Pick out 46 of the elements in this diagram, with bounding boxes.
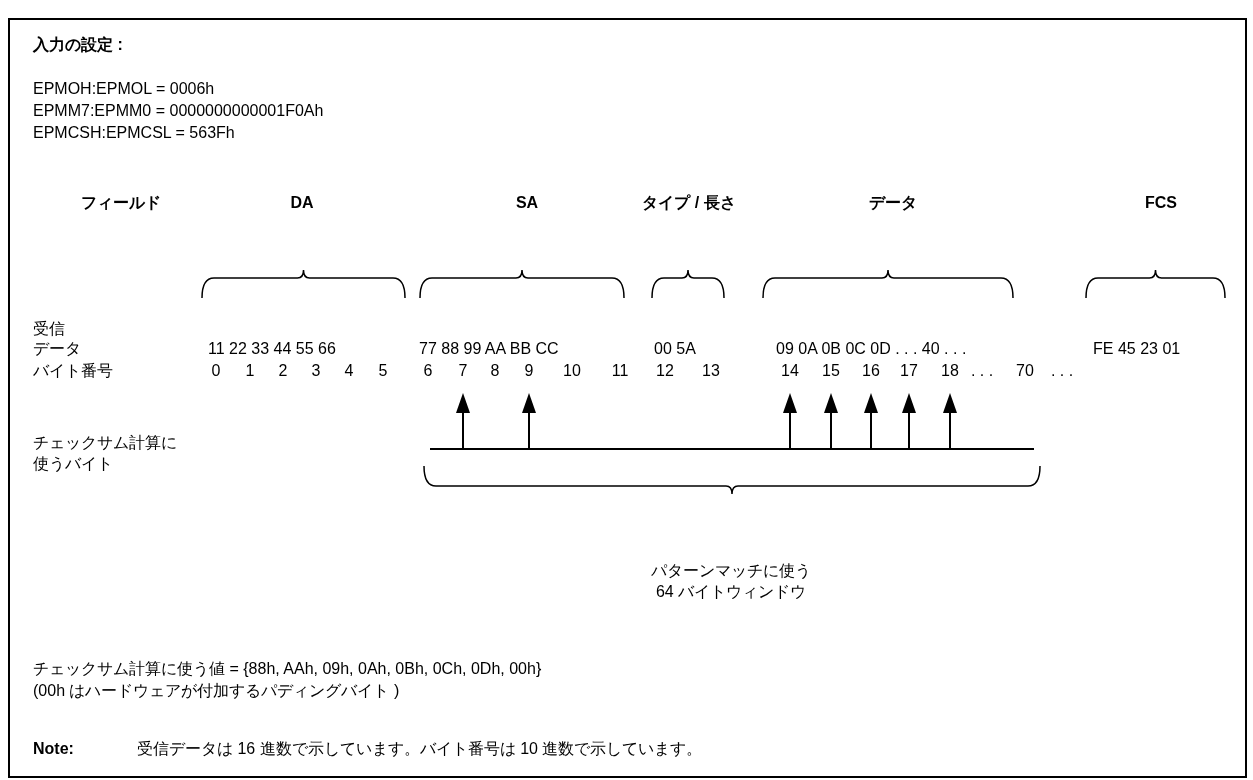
byte-number: 12: [656, 361, 674, 381]
byte-number: 15: [822, 361, 840, 381]
byte-number: 14: [781, 361, 799, 381]
note-text: チェックサム計算に使う値 = {88h, AAh, 09h, 0Ah, 0Bh, 0Ch, 0Dh, 00h}: [33, 659, 542, 679]
byte-number: 1: [245, 361, 255, 381]
row-heading: バイト番号: [33, 361, 113, 381]
byte-number: 5: [378, 361, 388, 381]
byte-number: 9: [524, 361, 534, 381]
byte-number: 6: [423, 361, 433, 381]
row-heading: データ: [33, 339, 81, 359]
data-bytes: 11 22 33 44 55 66: [208, 339, 336, 359]
byte-number: 8: [490, 361, 500, 381]
setting-line: EPMM7:EPMM0 = 0000000000001F0Ah: [33, 101, 324, 121]
row-heading: チェックサム計算に使うバイト: [33, 433, 178, 474]
byte-number: 13: [702, 361, 720, 381]
field-name: FCS: [1145, 193, 1177, 213]
setting-line: EPMCSH:EPMCSL = 563Fh: [33, 123, 235, 143]
byte-number: 2: [278, 361, 288, 381]
row-heading: 受信: [33, 319, 65, 339]
byte-number: 4: [344, 361, 354, 381]
byte-number: 3: [311, 361, 321, 381]
data-bytes: 77 88 99 AA BB CC: [419, 339, 559, 359]
byte-number: 10: [563, 361, 581, 381]
window-caption: パターンマッチに使う64 バイトウィンドウ: [650, 561, 812, 602]
field-name: DA: [290, 193, 314, 213]
note-text: (00h はハードウェアが付加するパディングバイト ): [33, 681, 400, 701]
section-heading: 入力の設定 :: [33, 35, 123, 55]
note-text: 受信データは 16 進数で示しています。バイト番号は 10 進数で示しています。: [137, 739, 703, 759]
note-heading: Note:: [33, 739, 74, 759]
byte-number: 17: [900, 361, 918, 381]
field-name: タイプ / 長さ: [642, 193, 736, 213]
field-name: SA: [515, 193, 539, 213]
data-bytes: FE 45 23 01: [1093, 339, 1181, 359]
byte-number: 11: [611, 361, 629, 381]
byte-number: . . .: [1050, 361, 1074, 381]
byte-number: 0: [211, 361, 221, 381]
setting-line: EPMOH:EPMOL = 0006h: [33, 79, 215, 99]
byte-number: 16: [862, 361, 880, 381]
byte-number: 7: [458, 361, 468, 381]
byte-number: 18: [941, 361, 959, 381]
byte-number: . . .: [970, 361, 994, 381]
data-bytes: 00 5A: [654, 339, 696, 359]
field-name: データ: [869, 193, 917, 213]
data-bytes: 09 0A 0B 0C 0D . . . 40 . . .: [776, 339, 967, 359]
row-heading: フィールド: [81, 193, 161, 213]
byte-number: 70: [1016, 361, 1034, 381]
